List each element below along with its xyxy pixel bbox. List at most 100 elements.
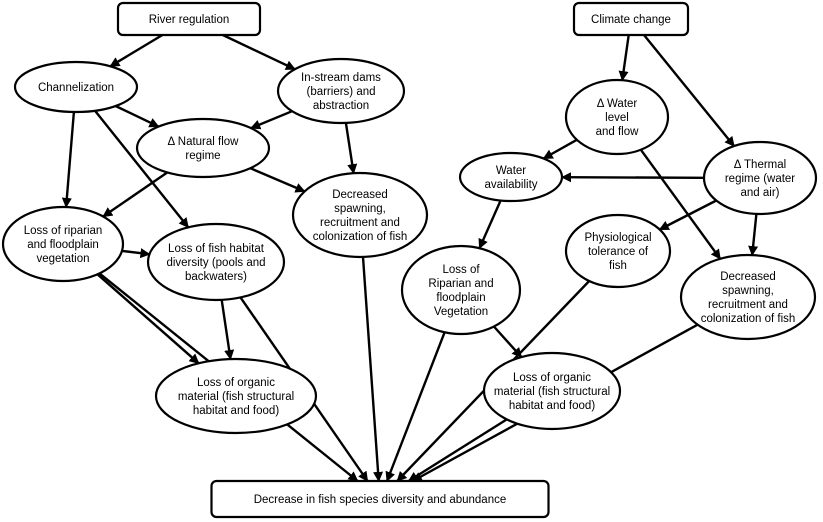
node-label-loss-riparian-left-line-2: and floodplain	[27, 239, 99, 251]
arrow-thermal-regime-to-physiological-tolerance	[658, 199, 717, 231]
node-label-loss-organic-left-line-1: Loss of organic	[197, 377, 275, 389]
node-loss-organic-left: Loss of organic material (fish structural…	[154, 357, 318, 435]
node-shape-water-availability	[458, 151, 564, 203]
node-thermal-regime: Δ Thermal regime (water and air)	[702, 140, 818, 216]
arrow-water-availability-to-loss-riparian-right	[478, 200, 502, 250]
node-label-loss-habitat-diversity-line-2: diversity (pools and	[166, 257, 265, 269]
node-shape-loss-riparian-right	[400, 244, 522, 336]
node-label-loss-riparian-right-line-3: floodplain	[436, 292, 485, 304]
node-shape-channelization	[13, 60, 139, 114]
arrow-natural-flow-regime-to-decreased-spawning-left	[249, 167, 306, 193]
node-label-loss-organic-right-line-3: habitat and food)	[509, 400, 595, 412]
node-label-loss-organic-left-line-2: material (fish structural	[178, 391, 294, 403]
node-shape-decrease-fish-diversity	[210, 479, 550, 519]
node-label-thermal-regime-line-2: regime (water	[725, 173, 795, 185]
node-label-decreased-spawning-left-line-4: colonization of fish	[313, 231, 408, 243]
node-label-channelization-line-1: Channelization	[38, 82, 114, 94]
node-label-water-level-flow-line-2: level	[605, 112, 629, 124]
node-loss-habitat-diversity: Loss of fish habitat diversity (pools and…	[146, 222, 286, 302]
arrow-river-regulation-to-channelization	[109, 33, 164, 68]
node-label-water-level-flow-line-1: Δ Water	[597, 98, 638, 110]
node-river-regulation: River regulation	[116, 1, 262, 37]
arrow-water-level-flow-to-decreased-spawning-right	[639, 148, 722, 260]
node-label-water-availability-line-2: availability	[484, 179, 537, 191]
node-label-thermal-regime-line-3: and air)	[741, 187, 780, 199]
arrow-instream-dams-to-decreased-spawning-left	[344, 122, 358, 175]
node-label-decreased-spawning-right-line-3: recruitment and	[708, 299, 788, 311]
node-decrease-fish-diversity: Decrease in fish species diversity and a…	[210, 479, 550, 519]
node-label-instream-dams-line-1: In-stream dams	[301, 72, 381, 84]
node-shape-physiological-tolerance	[564, 213, 672, 289]
arrow-water-level-flow-to-water-availability	[542, 138, 578, 160]
node-shape-decreased-spawning-right	[679, 253, 817, 341]
node-label-physiological-tolerance-line-2: tolerance of	[588, 246, 649, 258]
node-label-loss-riparian-right-line-1: Loss of	[442, 264, 480, 276]
node-water-level-flow: Δ Water level and flow	[564, 78, 670, 156]
node-shape-loss-organic-left	[154, 357, 318, 435]
arrow-channelization-to-loss-habitat-diversity	[94, 110, 190, 229]
arrow-loss-organic-right-to-decrease-fish-diversity	[407, 418, 508, 483]
node-label-decreased-spawning-left-line-2: spawning,	[334, 203, 386, 215]
node-label-natural-flow-regime-line-2: regime	[185, 150, 220, 162]
arrow-loss-riparian-left-to-loss-organic-left	[96, 273, 200, 365]
node-shape-instream-dams	[276, 57, 406, 125]
node-shape-climate-change	[572, 1, 690, 37]
node-label-decreased-spawning-left-line-1: Decreased	[332, 189, 388, 201]
arrow-loss-riparian-right-to-decrease-fish-diversity	[385, 331, 446, 482]
node-shape-natural-flow-regime	[135, 117, 271, 179]
node-label-loss-habitat-diversity-line-3: backwaters)	[185, 271, 247, 283]
node-label-natural-flow-regime-line-1: Δ Natural flow	[168, 136, 240, 148]
arrow-thermal-regime-to-water-availability	[560, 172, 705, 183]
node-label-water-level-flow-line-3: and flow	[596, 126, 640, 138]
node-shape-loss-habitat-diversity	[146, 222, 286, 302]
node-loss-riparian-left: Loss of riparian and floodplain vegetation	[1, 205, 125, 283]
node-label-loss-organic-right-line-1: Loss of organic	[513, 372, 591, 384]
node-climate-change: Climate change	[572, 1, 690, 37]
node-shape-water-level-flow	[564, 78, 670, 156]
arrow-loss-riparian-right-to-loss-organic-right	[493, 325, 523, 358]
arrow-river-regulation-to-instream-dams	[222, 33, 296, 71]
node-shape-loss-riparian-left	[1, 205, 125, 283]
node-label-decreased-spawning-left-line-3: recruitment and	[320, 217, 400, 229]
node-label-climate-change-line-1: Climate change	[591, 14, 671, 26]
node-label-decreased-spawning-right-line-4: colonization of fish	[701, 313, 796, 325]
node-label-loss-organic-left-line-3: habitat and food)	[193, 405, 279, 417]
node-label-loss-riparian-left-line-1: Loss of riparian	[24, 225, 103, 237]
node-label-decreased-spawning-right-line-2: spawning,	[722, 285, 774, 297]
node-shape-thermal-regime	[702, 140, 818, 216]
node-natural-flow-regime: Δ Natural flow regime	[135, 117, 271, 179]
node-label-decrease-fish-diversity-line-1: Decrease in fish species diversity and a…	[254, 494, 507, 506]
node-label-instream-dams-line-3: abstraction	[313, 100, 369, 112]
node-label-river-regulation-line-1: River regulation	[149, 14, 230, 26]
arrow-climate-change-to-water-level-flow	[618, 34, 630, 82]
node-label-decreased-spawning-right-line-1: Decreased	[720, 271, 776, 283]
arrow-channelization-to-loss-riparian-left	[61, 111, 76, 209]
node-label-physiological-tolerance-line-1: Physiological	[584, 232, 651, 244]
arrow-channelization-to-natural-flow-regime	[115, 104, 160, 128]
node-label-loss-riparian-right-line-4: Vegetation	[434, 306, 488, 318]
node-label-loss-habitat-diversity-line-1: Loss of fish habitat	[168, 243, 265, 255]
arrow-climate-change-to-thermal-regime	[643, 34, 736, 147]
node-label-loss-riparian-left-line-3: vegetation	[36, 253, 89, 265]
arrow-thermal-regime-to-decreased-spawning-right	[748, 213, 759, 257]
arrow-natural-flow-regime-to-loss-riparian-left	[102, 171, 169, 218]
arrow-decreased-spawning-left-to-decrease-fish-diversity	[361, 256, 384, 483]
node-label-instream-dams-line-2: (barriers) and	[306, 86, 375, 98]
node-shape-river-regulation	[116, 1, 262, 37]
node-shape-decreased-spawning-left	[291, 171, 429, 259]
node-shape-loss-organic-right	[482, 351, 622, 431]
node-instream-dams: In-stream dams (barriers) and abstraction	[276, 57, 406, 125]
node-channelization: Channelization	[13, 60, 139, 114]
arrow-instream-dams-to-natural-flow-regime	[250, 110, 293, 130]
arrow-loss-riparian-left-to-loss-habitat-diversity	[121, 248, 151, 259]
node-decreased-spawning-right: Decreased spawning, recruitment and coloniz…	[679, 253, 817, 341]
arrow-loss-habitat-diversity-to-loss-organic-left	[220, 299, 235, 361]
node-label-thermal-regime-line-1: Δ Thermal	[734, 159, 786, 171]
node-label-loss-riparian-right-line-2: Riparian and	[428, 278, 493, 290]
node-decreased-spawning-left: Decreased spawning, recruitment and coloniz…	[291, 171, 429, 259]
